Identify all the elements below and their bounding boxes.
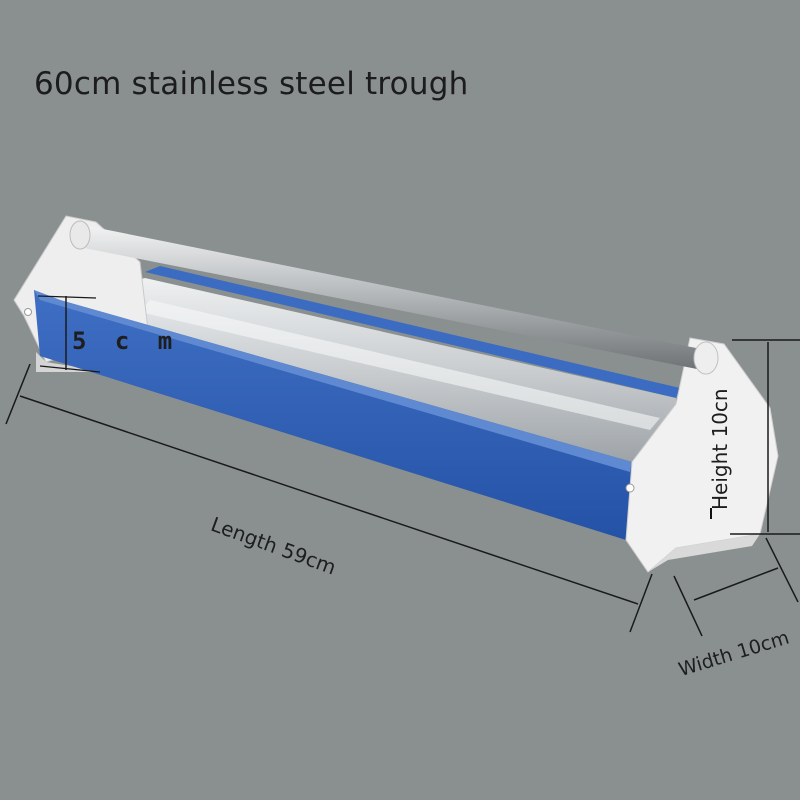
depth-label: 5 c m	[72, 327, 180, 355]
depth-tick-bottom	[39, 365, 101, 373]
depth-tick-top	[37, 295, 97, 299]
right-end-cap-lower	[648, 534, 760, 572]
length-dimension-line	[19, 395, 639, 605]
stainless-rod	[74, 224, 706, 370]
trough-back-lip	[145, 266, 680, 398]
length-tick-right	[629, 573, 653, 633]
left-screw	[24, 308, 32, 316]
rod-end-left	[69, 220, 91, 250]
width-tick-left	[673, 575, 703, 637]
width-tick-right	[765, 537, 799, 603]
rod-end-right	[693, 341, 719, 375]
length-tick-left	[5, 363, 31, 425]
trough-front-rim	[34, 290, 632, 472]
right-screw	[625, 483, 635, 493]
product-title: 60cm stainless steel trough	[34, 66, 469, 102]
width-dimension-line	[693, 567, 779, 601]
height-label: Height 10cn	[708, 388, 732, 510]
steel-highlight	[140, 300, 660, 430]
trough-front-wall	[34, 290, 632, 540]
